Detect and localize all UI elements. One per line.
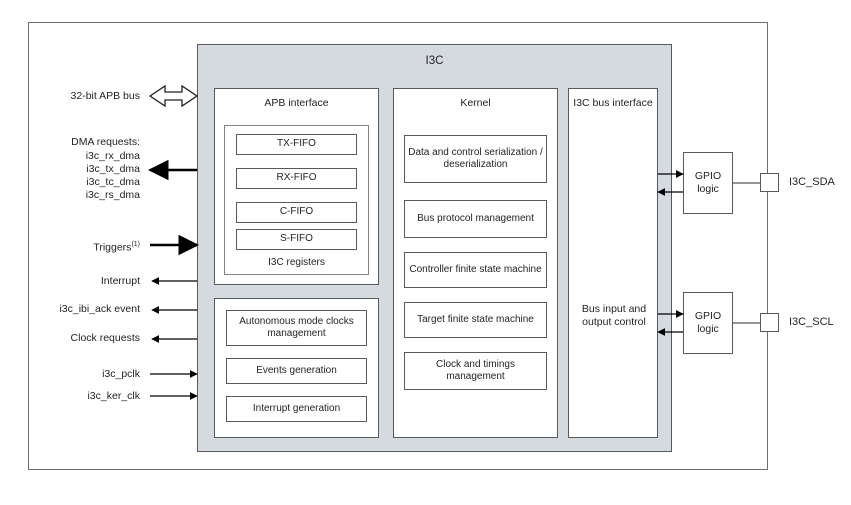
signal-label-pclk: i3c_pclk	[102, 368, 140, 380]
gpio-logic-scl-box: GPIO logic	[683, 292, 733, 354]
i3c-bus-interface-card: I3C bus interface Bus input and output c…	[568, 88, 658, 438]
signal-label-triggers: Triggers(1)	[0, 238, 140, 255]
serialization-deserialization-box: Data and control serialization / deseria…	[404, 135, 547, 183]
s-fifo-box: S-FIFO	[236, 229, 357, 250]
signal-label-dma-tx: i3c_tx_dma	[86, 163, 140, 175]
i3c-peripheral-title: I3C	[425, 55, 444, 67]
events-generation-box: Events generation	[226, 358, 367, 384]
pin-label-sda: I3C_SDA	[789, 176, 835, 188]
gpio-logic-sda-box: GPIO logic	[683, 152, 733, 214]
system-boundary-frame	[28, 22, 768, 470]
controller-fsm-box: Controller finite state machine	[404, 252, 547, 288]
signal-label-dma-rx: i3c_rx_dma	[85, 150, 140, 162]
signal-label-apb-bus: 32-bit APB bus	[70, 90, 140, 102]
signal-label-interrupt: Interrupt	[100, 275, 140, 287]
signal-label-triggers-note: (1)	[131, 241, 140, 248]
signal-label-dma-rs: i3c_rs_dma	[85, 189, 140, 201]
gpio-logic-scl-line1: GPIO	[694, 310, 722, 322]
gpio-logic-sda-line2: logic	[697, 183, 719, 195]
clock-timings-management-box: Clock and timings management	[404, 352, 547, 390]
pin-square-scl	[760, 313, 779, 332]
interrupt-generation-box: Interrupt generation	[226, 396, 367, 422]
kernel-title: Kernel	[460, 97, 491, 109]
autonomous-clocks-management-box: Autonomous mode clocks management	[226, 310, 367, 346]
target-fsm-box: Target finite state machine	[404, 302, 547, 338]
rx-fifo-box: RX-FIFO	[236, 168, 357, 189]
c-fifo-box: C-FIFO	[236, 202, 357, 223]
gpio-logic-scl-line2: logic	[697, 323, 719, 335]
signal-label-dma-tc: i3c_tc_dma	[86, 176, 140, 188]
i3c-registers-label: I3C registers	[268, 257, 325, 268]
signal-label-dma-list: i3c_rx_dma i3c_tx_dma i3c_tc_dma i3c_rs_…	[0, 150, 140, 202]
bus-input-output-control-label: Bus input and output control	[581, 303, 647, 328]
pin-square-sda	[760, 173, 779, 192]
tx-fifo-box: TX-FIFO	[236, 134, 357, 155]
signal-label-clock-requests: Clock requests	[70, 332, 140, 344]
pin-label-scl: I3C_SCL	[789, 316, 834, 328]
i3c-bus-interface-title: I3C bus interface	[573, 97, 653, 109]
signal-label-ibi-ack-event: i3c_ibi_ack event	[59, 303, 140, 315]
signal-label-triggers-text: Triggers	[93, 241, 132, 254]
signal-label-dma-header: DMA requests:	[71, 136, 140, 148]
apb-interface-title: APB interface	[264, 97, 329, 109]
gpio-logic-sda-line1: GPIO	[694, 170, 722, 182]
bus-protocol-management-box: Bus protocol management	[404, 200, 547, 238]
signal-label-ker-clk: i3c_ker_clk	[87, 390, 140, 402]
